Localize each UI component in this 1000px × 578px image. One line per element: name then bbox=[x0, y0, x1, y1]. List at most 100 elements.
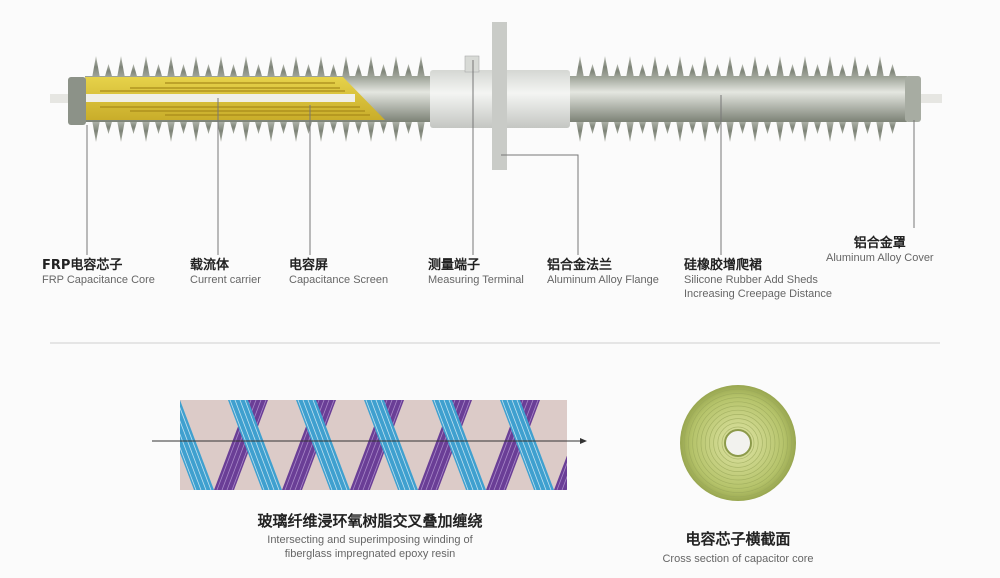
shed bbox=[229, 64, 238, 78]
label-frp-core: FRP电容芯子 FRP Capacitance Core bbox=[42, 258, 155, 288]
shed bbox=[813, 120, 822, 134]
right-aluminum-cover bbox=[905, 76, 921, 122]
label-en: Capacitance Screen bbox=[289, 274, 389, 287]
winding-fiber bbox=[297, 400, 333, 490]
shed bbox=[242, 56, 250, 78]
shed bbox=[763, 120, 772, 134]
winding-fiber bbox=[511, 400, 547, 490]
label-en: Current carrier bbox=[190, 274, 261, 287]
shed bbox=[576, 56, 584, 78]
shed bbox=[776, 56, 784, 78]
shed bbox=[801, 120, 809, 142]
core-layer-ring bbox=[717, 422, 759, 464]
shed bbox=[167, 56, 175, 78]
shed bbox=[651, 120, 659, 142]
shed bbox=[104, 120, 113, 134]
shed bbox=[117, 56, 125, 78]
shed bbox=[104, 64, 113, 78]
shed bbox=[354, 120, 363, 134]
shed bbox=[713, 120, 722, 134]
winding-blue-band bbox=[296, 400, 350, 490]
shed bbox=[279, 64, 288, 78]
core-layer-ring bbox=[704, 409, 772, 477]
shed bbox=[576, 120, 584, 142]
shed bbox=[304, 120, 313, 134]
winding-fiber bbox=[362, 400, 398, 490]
winding-blue-band bbox=[432, 400, 486, 490]
shed bbox=[826, 120, 834, 142]
shed bbox=[242, 120, 250, 142]
shed bbox=[701, 120, 709, 142]
shed bbox=[851, 56, 859, 78]
label-measuring-terminal: 测量端子 Measuring Terminal bbox=[428, 258, 524, 288]
shed bbox=[601, 120, 609, 142]
winding-fiber bbox=[498, 400, 534, 490]
shed bbox=[788, 120, 797, 134]
shed bbox=[638, 120, 647, 134]
shed bbox=[626, 56, 634, 78]
winding-fiber bbox=[365, 400, 401, 490]
shed bbox=[701, 56, 709, 78]
shed bbox=[588, 120, 597, 134]
winding-blue-band bbox=[228, 400, 282, 490]
shed bbox=[179, 120, 188, 134]
capacitance-screens bbox=[100, 82, 370, 116]
shed bbox=[851, 120, 859, 142]
shed bbox=[179, 64, 188, 78]
shed bbox=[726, 56, 734, 78]
shed bbox=[801, 56, 809, 78]
caption-cn: 电容芯子横截面 bbox=[685, 530, 791, 548]
winding-pattern bbox=[180, 400, 567, 490]
shed bbox=[354, 64, 363, 78]
winding-fiber bbox=[516, 400, 552, 490]
winding-fiber bbox=[375, 400, 411, 490]
shed bbox=[588, 64, 597, 78]
label-cn: 铝合金罩 bbox=[853, 236, 906, 251]
left-aluminum-cover bbox=[68, 77, 86, 125]
shed bbox=[129, 64, 138, 78]
shed bbox=[726, 120, 734, 142]
winding-fiber bbox=[180, 446, 197, 490]
label-aluminum-flange: 铝合金法兰 Aluminum Alloy Flange bbox=[547, 258, 659, 288]
winding-caption: 玻璃纤维浸环氧树脂交叉叠加缠绕 Intersecting and superim… bbox=[257, 512, 482, 561]
label-en: Aluminum Alloy Cover bbox=[826, 252, 934, 265]
shed bbox=[292, 56, 300, 78]
shed bbox=[279, 120, 288, 134]
shed bbox=[292, 120, 300, 142]
shed bbox=[838, 64, 847, 78]
shed bbox=[267, 56, 275, 78]
winding-blue-band bbox=[500, 400, 554, 490]
shed bbox=[154, 120, 163, 134]
core-layer-ring bbox=[696, 401, 780, 485]
shed bbox=[392, 56, 400, 78]
measuring-terminal bbox=[464, 55, 480, 73]
arrow-head bbox=[580, 438, 587, 444]
shed bbox=[379, 64, 388, 78]
shed bbox=[417, 120, 425, 142]
label-capacitance-screen: 电容屏 Capacitance Screen bbox=[289, 258, 388, 288]
label-cn: 载流体 bbox=[190, 258, 230, 273]
label-en: Aluminum Alloy Flange bbox=[547, 274, 659, 287]
shed bbox=[229, 120, 238, 134]
shed bbox=[417, 56, 425, 78]
winding-fiber bbox=[501, 400, 537, 490]
core-layer-ring bbox=[688, 393, 788, 493]
winding-fiber bbox=[380, 400, 416, 490]
aluminum-flange bbox=[492, 22, 507, 170]
shed bbox=[217, 56, 225, 78]
shed bbox=[688, 120, 697, 134]
label-cn: FRP电容芯子 bbox=[42, 258, 123, 273]
shed bbox=[342, 56, 350, 78]
shed bbox=[367, 56, 375, 78]
winding-fiber bbox=[234, 400, 270, 490]
shed bbox=[404, 120, 413, 134]
shed bbox=[192, 120, 200, 142]
shed bbox=[676, 56, 684, 78]
shed bbox=[763, 64, 772, 78]
shed bbox=[217, 120, 225, 142]
shed bbox=[304, 64, 313, 78]
shed bbox=[342, 120, 350, 142]
shed bbox=[204, 64, 213, 78]
shed bbox=[863, 120, 872, 134]
